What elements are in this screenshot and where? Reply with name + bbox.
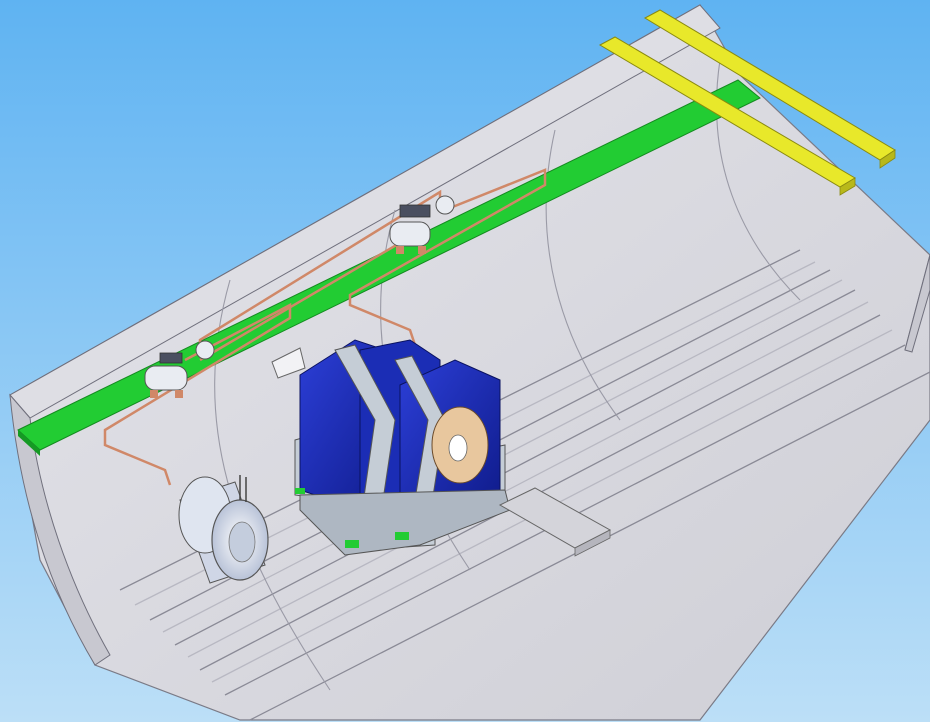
service-platform-edge [18, 430, 40, 456]
crane-rails [598, 9, 896, 196]
cryostat-coil [178, 475, 269, 584]
cryo-pipes [103, 168, 547, 486]
tunnel-front-edge [9, 393, 111, 666]
cryo-unit-upper [389, 195, 455, 254]
detector-magnet [294, 339, 511, 556]
tunnel-rim-right [904, 254, 930, 353]
wall-hatch [271, 347, 306, 379]
cryo-unit-lower [144, 340, 215, 398]
